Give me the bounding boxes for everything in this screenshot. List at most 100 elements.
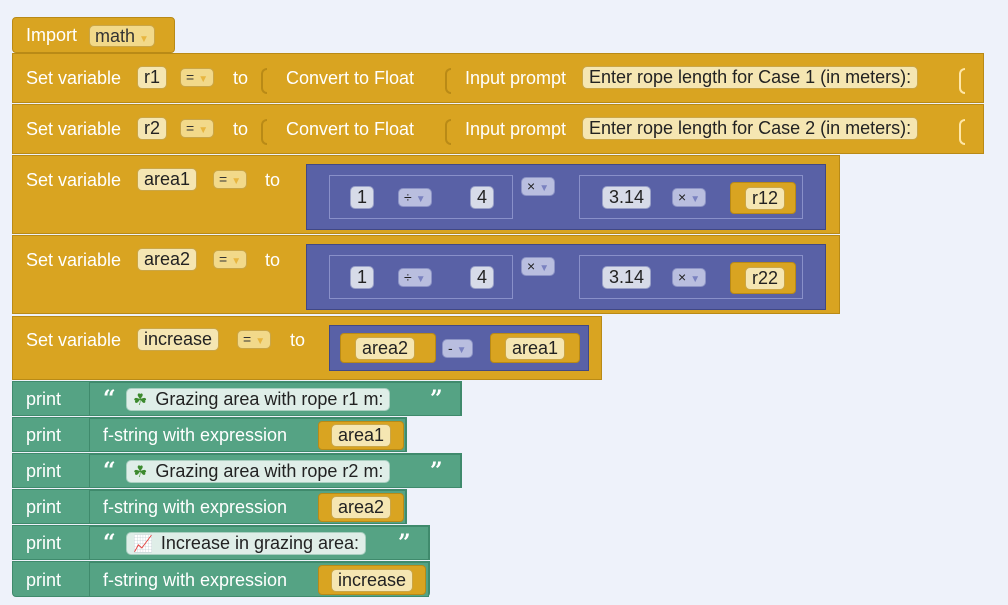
variable-name-field[interactable]: r1 bbox=[137, 66, 168, 89]
chevron-down-icon: ▼ bbox=[456, 345, 467, 356]
set-variable-block-r1[interactable]: Set variable r1 =▼ to Convert to Float I… bbox=[12, 53, 984, 103]
chevron-down-icon: ▼ bbox=[255, 336, 266, 347]
variable-name-field[interactable]: increase bbox=[137, 328, 220, 351]
set-variable-block-increase[interactable]: Set variable increase =▼ to area2 -▼ are… bbox=[12, 316, 602, 380]
to-label: to bbox=[265, 170, 281, 190]
text-string-field[interactable]: ☘Grazing area with rope r2 m: bbox=[126, 460, 391, 483]
number-field[interactable]: 4 bbox=[470, 266, 495, 289]
assign-operator-dropdown[interactable]: =▼ bbox=[180, 68, 215, 87]
import-keyword: Import bbox=[26, 25, 78, 45]
multiply-operator-dropdown[interactable]: ×▼ bbox=[521, 177, 556, 196]
chevron-down-icon: ▼ bbox=[415, 194, 426, 205]
assign-operator-dropdown[interactable]: =▼ bbox=[213, 170, 248, 189]
number-field[interactable]: 4 bbox=[470, 186, 495, 209]
divide-operator-dropdown[interactable]: ÷▼ bbox=[398, 268, 432, 287]
variable-name-field[interactable]: increase bbox=[331, 569, 414, 592]
multiply-expression-block[interactable]: 1 ÷▼ 4 ×▼ 3.14 ×▼ r12 bbox=[306, 164, 826, 230]
module-dropdown[interactable]: math▼ bbox=[89, 25, 155, 47]
variable-name-field[interactable]: r2 bbox=[137, 117, 168, 140]
print-block[interactable]: print “ 📈Increase in grazing area: ” bbox=[12, 525, 430, 560]
to-label: to bbox=[265, 250, 281, 270]
multiply-pi-expression-block[interactable]: 3.14 ×▼ r22 bbox=[579, 255, 803, 299]
to-label: to bbox=[233, 68, 249, 88]
variable-name-field[interactable]: area1 bbox=[137, 168, 198, 191]
print-block[interactable]: print f-string with expression area2 bbox=[12, 489, 407, 524]
import-block[interactable]: Import math▼ bbox=[12, 17, 175, 53]
open-quote-icon: “ bbox=[103, 530, 116, 556]
divide-expression-block[interactable]: 1 ÷▼ 4 bbox=[329, 255, 513, 299]
number-field[interactable]: 3.14 bbox=[602, 186, 652, 209]
variable-name-field[interactable]: r22 bbox=[745, 267, 786, 290]
fstring-block[interactable]: f-string with expression increase bbox=[89, 562, 429, 597]
fstring-label: f-string with expression bbox=[103, 425, 288, 445]
print-block[interactable]: print “ ☘Grazing area with rope r1 m: ” bbox=[12, 381, 462, 416]
assign-operator-dropdown[interactable]: =▼ bbox=[180, 119, 215, 138]
divide-expression-block[interactable]: 1 ÷▼ 4 bbox=[329, 175, 513, 219]
assign-operator-dropdown[interactable]: =▼ bbox=[213, 250, 248, 269]
chevron-down-icon: ▼ bbox=[139, 34, 149, 45]
print-block[interactable]: print “ ☘Grazing area with rope r2 m: ” bbox=[12, 453, 462, 488]
variable-reference-block[interactable]: area1 bbox=[490, 333, 580, 363]
number-field[interactable]: 1 bbox=[350, 186, 375, 209]
fstring-label: f-string with expression bbox=[103, 497, 288, 517]
text-string-field[interactable]: 📈Increase in grazing area: bbox=[126, 532, 367, 555]
prompt-text-field[interactable]: Enter rope length for Case 2 (in meters)… bbox=[582, 117, 919, 140]
chevron-down-icon: ▼ bbox=[690, 274, 701, 285]
variable-name-field[interactable]: r12 bbox=[745, 187, 786, 210]
set-keyword: Set variable bbox=[26, 119, 122, 139]
print-block[interactable]: print f-string with expression area1 bbox=[12, 417, 407, 452]
multiply-operator-dropdown[interactable]: ×▼ bbox=[672, 268, 707, 287]
to-label: to bbox=[290, 330, 306, 350]
set-keyword: Set variable bbox=[26, 330, 122, 350]
fstring-label: f-string with expression bbox=[103, 570, 288, 590]
variable-reference-block[interactable]: area2 bbox=[318, 493, 404, 522]
prompt-text-field[interactable]: Enter rope length for Case 1 (in meters)… bbox=[582, 66, 919, 89]
input-prompt-label: Input prompt bbox=[465, 68, 567, 88]
set-variable-block-area2[interactable]: Set variable area2 =▼ to 1 ÷▼ 4 ×▼ 3.14 … bbox=[12, 235, 840, 314]
variable-reference-block[interactable]: r22 bbox=[730, 262, 796, 294]
value-socket bbox=[261, 119, 267, 145]
close-quote-icon: ” bbox=[398, 530, 411, 556]
variable-reference-block[interactable]: increase bbox=[318, 565, 426, 595]
chevron-down-icon: ▼ bbox=[198, 125, 209, 136]
open-quote-icon: “ bbox=[103, 386, 116, 412]
fstring-block[interactable]: f-string with expression area1 bbox=[89, 418, 406, 452]
set-keyword: Set variable bbox=[26, 170, 122, 190]
subtract-operator-dropdown[interactable]: -▼ bbox=[442, 339, 473, 358]
input-prompt-label: Input prompt bbox=[465, 119, 567, 139]
variable-name-field[interactable]: area2 bbox=[137, 248, 198, 271]
variable-reference-block[interactable]: area1 bbox=[318, 421, 404, 450]
value-socket bbox=[261, 68, 267, 94]
print-keyword: print bbox=[26, 533, 62, 553]
convert-to-float-label: Convert to Float bbox=[286, 119, 415, 139]
multiply-operator-dropdown[interactable]: ×▼ bbox=[672, 188, 707, 207]
text-string-block[interactable]: “ ☘Grazing area with rope r2 m: ” bbox=[89, 454, 461, 488]
print-keyword: print bbox=[26, 461, 62, 481]
text-string-block[interactable]: “ 📈Increase in grazing area: ” bbox=[89, 526, 429, 560]
variable-name-field[interactable]: area2 bbox=[355, 337, 416, 360]
set-variable-block-r2[interactable]: Set variable r2 =▼ to Convert to Float I… bbox=[12, 104, 984, 154]
text-string-field[interactable]: ☘Grazing area with rope r1 m: bbox=[126, 388, 391, 411]
number-field[interactable]: 1 bbox=[350, 266, 375, 289]
multiply-operator-dropdown[interactable]: ×▼ bbox=[521, 257, 556, 276]
set-variable-block-area1[interactable]: Set variable area1 =▼ to 1 ÷▼ 4 ×▼ 3.14 … bbox=[12, 155, 840, 234]
value-socket bbox=[445, 119, 451, 145]
assign-operator-dropdown[interactable]: =▼ bbox=[237, 330, 272, 349]
close-quote-icon: ” bbox=[430, 458, 443, 484]
variable-reference-block[interactable]: r12 bbox=[730, 182, 796, 214]
fstring-block[interactable]: f-string with expression area2 bbox=[89, 490, 406, 524]
variable-name-field[interactable]: area1 bbox=[331, 424, 392, 447]
text-string-block[interactable]: “ ☘Grazing area with rope r1 m: ” bbox=[89, 382, 461, 416]
divide-operator-dropdown[interactable]: ÷▼ bbox=[398, 188, 432, 207]
chevron-down-icon: ▼ bbox=[231, 176, 242, 187]
close-quote-icon: ” bbox=[430, 386, 443, 412]
variable-reference-block[interactable]: area2 bbox=[340, 333, 436, 363]
multiply-pi-expression-block[interactable]: 3.14 ×▼ r12 bbox=[579, 175, 803, 219]
variable-name-field[interactable]: area1 bbox=[505, 337, 566, 360]
variable-name-field[interactable]: area2 bbox=[331, 496, 392, 519]
subtract-expression-block[interactable]: area2 -▼ area1 bbox=[329, 325, 589, 371]
print-block[interactable]: print f-string with expression increase bbox=[12, 561, 430, 597]
number-field[interactable]: 3.14 bbox=[602, 266, 652, 289]
to-label: to bbox=[233, 119, 249, 139]
multiply-expression-block[interactable]: 1 ÷▼ 4 ×▼ 3.14 ×▼ r22 bbox=[306, 244, 826, 310]
